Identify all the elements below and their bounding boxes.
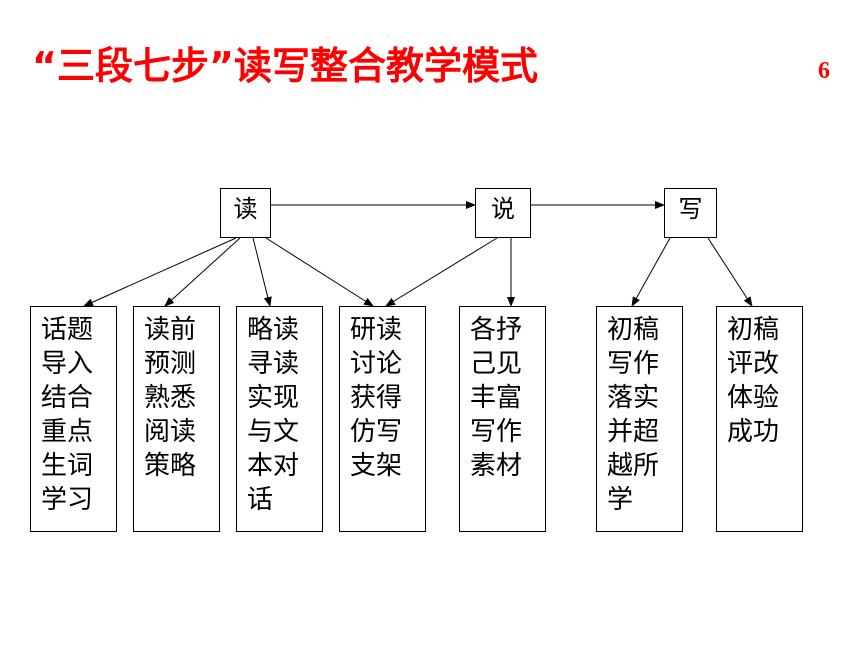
step-box-3: 略读 寻读 实现 与文 本对 话 — [236, 306, 323, 532]
arrow-write-to-step-7 — [707, 237, 753, 307]
step-box-1: 话题 导入 结合 重点 生词 学习 — [30, 306, 117, 532]
stage-speak-box: 说 — [475, 188, 531, 238]
step-box-4: 研读 讨论 获得 仿写 支架 — [339, 306, 426, 532]
page-number: 6 — [818, 58, 830, 84]
arrow-read-to-step-2 — [164, 237, 241, 307]
arrow-read-to-step-3 — [252, 237, 272, 307]
arrow-write-to-step-6 — [631, 237, 671, 307]
stage-read-box: 读 — [220, 188, 271, 238]
arrow-speak-to-step-4 — [385, 237, 498, 307]
arrow-read-to-step-4 — [265, 237, 374, 307]
page-title: “三段七步”读写整合教学模式 — [32, 44, 538, 88]
step-box-7: 初稿 评改 体验 成功 — [716, 306, 803, 532]
step-box-2: 读前 预测 熟悉 阅读 策略 — [133, 306, 220, 532]
step-box-6: 初稿 写作 落实 并超 越所 学 — [596, 306, 683, 532]
stage-write-box: 写 — [664, 188, 717, 238]
arrow-read-to-step-1 — [83, 237, 237, 307]
step-box-5: 各抒 己见 丰富 写作 素材 — [459, 306, 546, 532]
